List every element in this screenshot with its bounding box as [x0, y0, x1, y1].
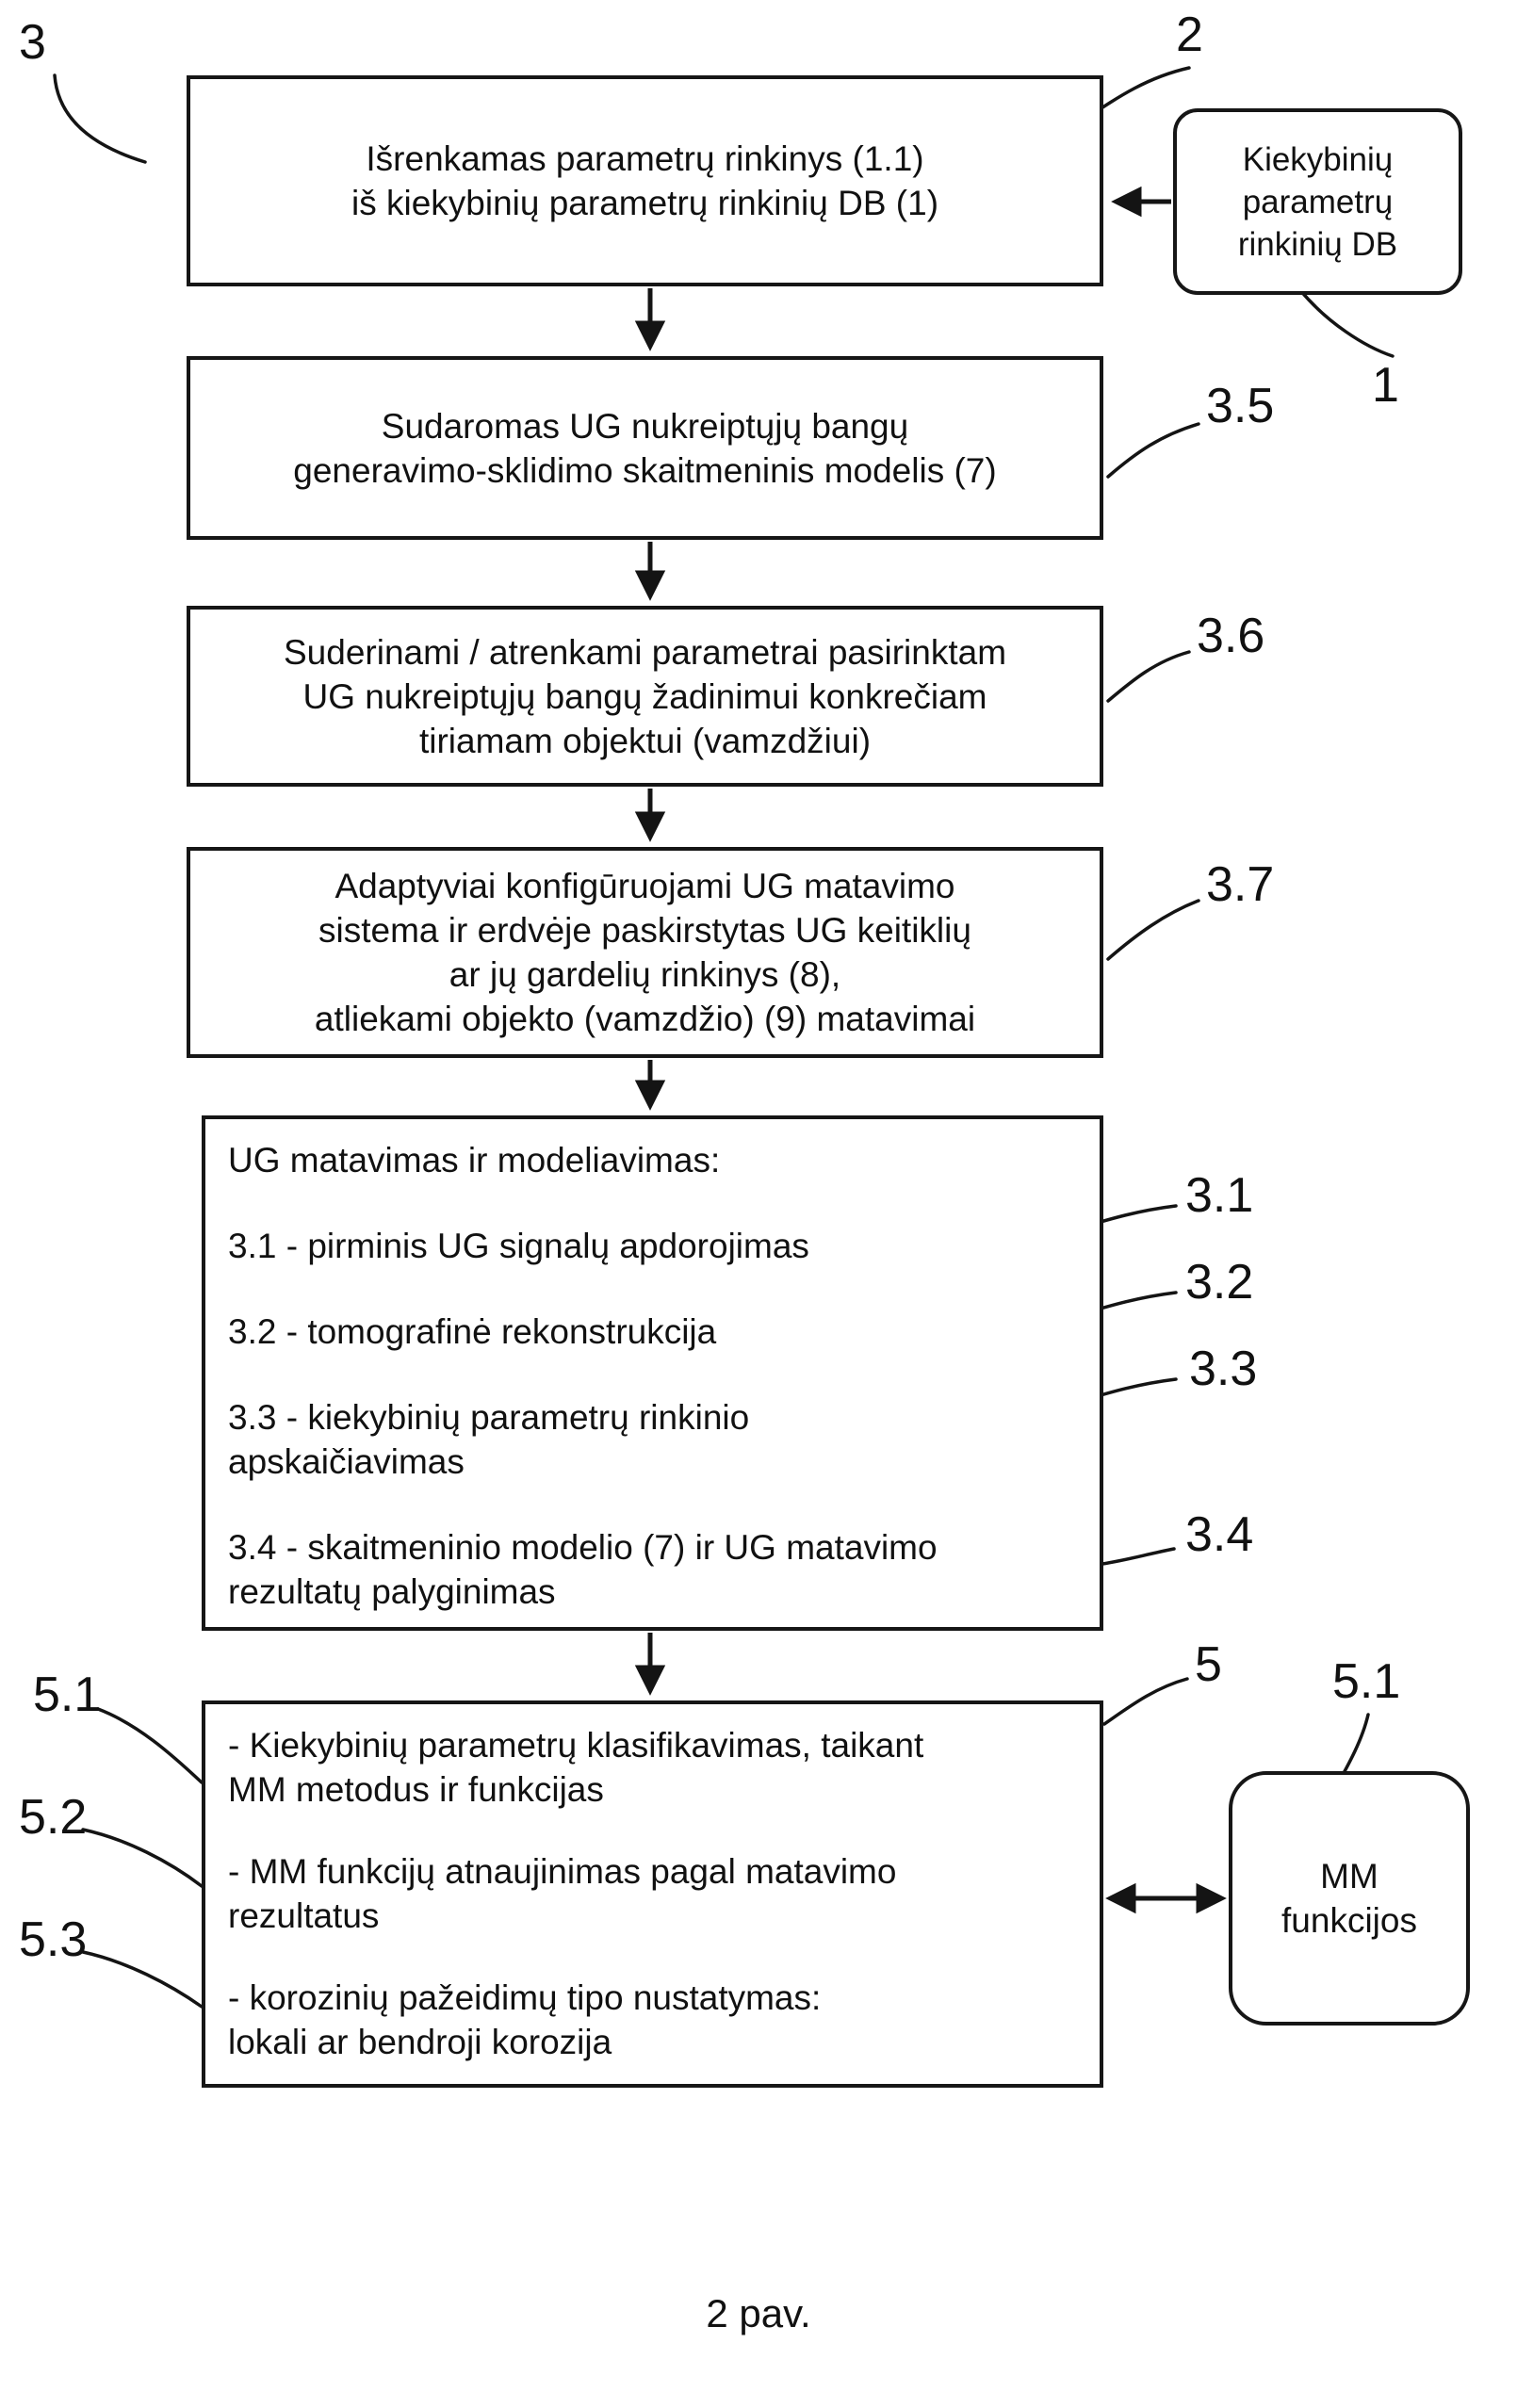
node-configure-measure: Adaptyviai konfigūruojami UG matavimo si…	[187, 847, 1103, 1058]
measure-model-item-31: 3.1 - pirminis UG signalų apdorojimas	[228, 1227, 809, 1265]
ref-label-1: 1	[1372, 358, 1399, 413]
ref-label-51-left: 5.1	[33, 1668, 102, 1722]
measure-model-title: UG matavimas ir modeliavimas:	[228, 1141, 721, 1180]
leader-ref-34	[1101, 1547, 1176, 1566]
node-mm-functions: MM funkcijos	[1229, 1771, 1470, 2026]
ref-label-31: 3.1	[1185, 1168, 1254, 1223]
classify-item-51: - Kiekybinių parametrų klasifikavimas, t…	[228, 1726, 924, 1809]
node-select-params-text: Išrenkamas parametrų rinkinys (1.1) iš k…	[351, 139, 939, 222]
ref-label-51-right: 5.1	[1332, 1654, 1401, 1709]
measure-model-item-32: 3.2 - tomografinė rekonstrukcija	[228, 1312, 717, 1351]
figure-caption: 2 pav.	[706, 2291, 811, 2335]
node-numeric-model-text: Sudaromas UG nukreiptųjų bangų generavim…	[293, 406, 997, 490]
ref-label-34: 3.4	[1185, 1507, 1254, 1562]
ref-label-32: 3.2	[1185, 1255, 1254, 1310]
node-mm-functions-text: MM funkcijos	[1281, 1857, 1417, 1940]
node-db: Kiekybinių parametrų rinkinių DB	[1173, 108, 1462, 295]
node-classify: - Kiekybinių parametrų klasifikavimas, t…	[202, 1700, 1103, 2088]
leader-ref-52	[81, 1828, 204, 1888]
node-select-params: Išrenkamas parametrų rinkinys (1.1) iš k…	[187, 75, 1103, 286]
node-measure-model: UG matavimas ir modeliavimas: 3.1 - pirm…	[202, 1115, 1103, 1631]
measure-model-item-33: 3.3 - kiekybinių parametrų rinkinio apsk…	[228, 1398, 750, 1481]
leader-ref-35	[1106, 422, 1200, 479]
leader-ref-51-left	[96, 1707, 204, 1784]
leader-ref-5	[1102, 1677, 1189, 1726]
node-configure-measure-text: Adaptyviai konfigūruojami UG matavimo si…	[314, 867, 976, 1038]
node-tune-params-text: Suderinami / atrenkami parametrai pasiri…	[283, 632, 1007, 760]
node-tune-params: Suderinami / atrenkami parametrai pasiri…	[187, 606, 1103, 787]
leader-ref-3	[53, 73, 147, 164]
ref-label-52: 5.2	[19, 1790, 88, 1845]
ref-label-3: 3	[19, 15, 46, 70]
measure-model-item-34: 3.4 - skaitmeninio modelio (7) ir UG mat…	[228, 1528, 938, 1611]
node-numeric-model: Sudaromas UG nukreiptųjų bangų generavim…	[187, 356, 1103, 540]
ref-label-35: 3.5	[1206, 379, 1275, 433]
leader-ref-36	[1106, 650, 1191, 703]
ref-label-37: 3.7	[1206, 857, 1275, 912]
ref-label-53: 5.3	[19, 1912, 88, 1967]
leader-ref-53	[81, 1950, 204, 2009]
ref-label-5: 5	[1195, 1637, 1222, 1692]
node-db-text: Kiekybinių parametrų rinkinių DB	[1237, 140, 1398, 263]
classify-item-53: - korozinių pažeidimų tipo nustatymas: l…	[228, 1978, 822, 2061]
leader-ref-37	[1106, 899, 1200, 961]
classify-item-52: - MM funkcijų atnaujinimas pagal matavim…	[228, 1852, 897, 1935]
ref-label-2: 2	[1176, 8, 1203, 62]
leader-ref-1	[1298, 288, 1395, 358]
ref-label-33: 3.3	[1189, 1342, 1258, 1396]
ref-label-36: 3.6	[1197, 609, 1265, 663]
